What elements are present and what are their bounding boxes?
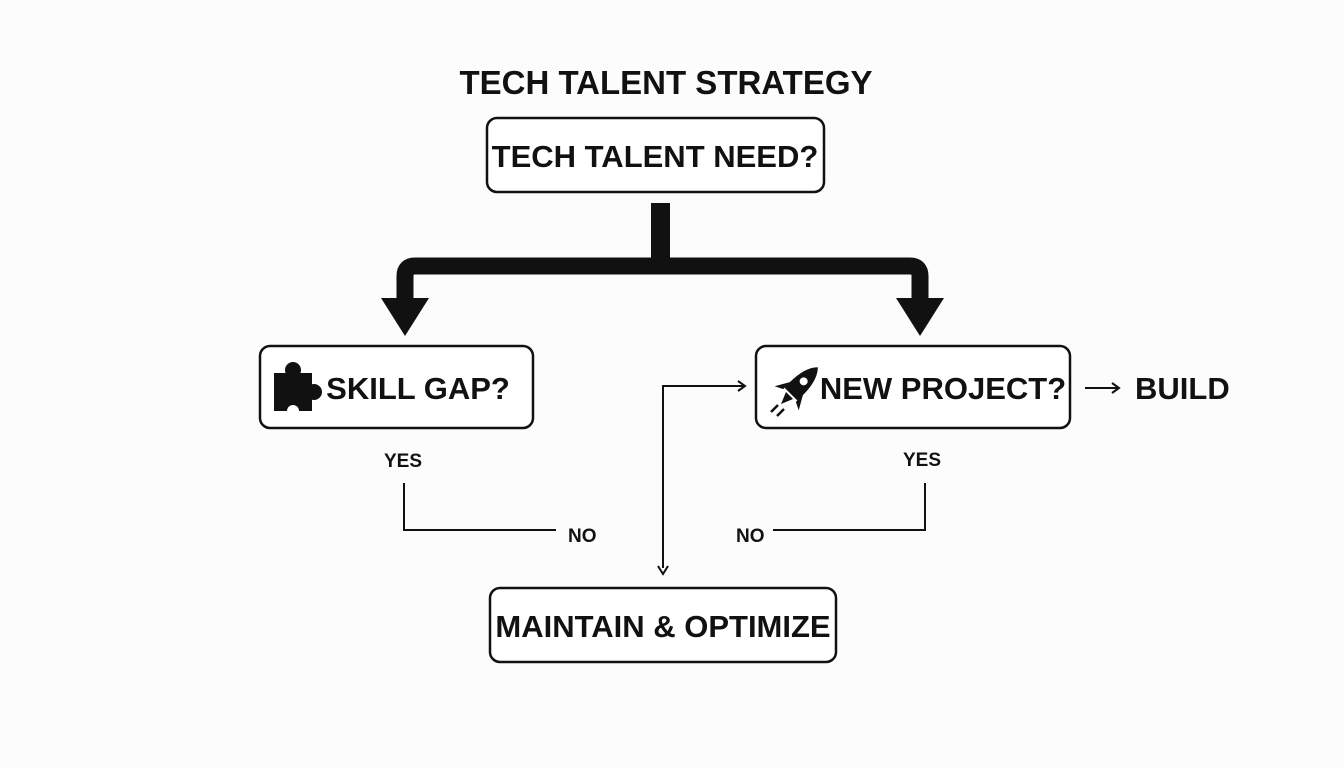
arrow-to-build bbox=[1085, 382, 1121, 394]
node-maintain-optimize-label: MAINTAIN & OPTIMIZE bbox=[495, 609, 830, 644]
node-tech-talent-need-label: TECH TALENT NEED? bbox=[492, 139, 819, 174]
node-build-label: BUILD bbox=[1135, 371, 1230, 406]
branch-arrow-right bbox=[896, 298, 944, 336]
node-tech-talent-need: TECH TALENT NEED? bbox=[485, 116, 826, 194]
node-new-project-box bbox=[754, 344, 1072, 430]
node-skill-gap-box bbox=[258, 344, 535, 430]
node-maintain-optimize-box bbox=[488, 586, 838, 664]
edge-label-new-project-yes: YES bbox=[903, 450, 941, 471]
node-maintain-optimize: MAINTAIN & OPTIMIZE bbox=[488, 586, 838, 664]
edge-label-skill-gap-no: NO bbox=[568, 526, 597, 547]
loop-connector bbox=[657, 380, 747, 576]
branch-bar bbox=[396, 257, 929, 300]
branch-stem bbox=[651, 203, 670, 268]
edge-label-skill-gap-yes: YES bbox=[384, 451, 422, 472]
puzzle-piece-icon bbox=[274, 362, 322, 417]
node-tech-talent-need-box bbox=[485, 116, 826, 194]
node-new-project-label: NEW PROJECT? bbox=[820, 371, 1066, 406]
edge-label-new-project-no: NO bbox=[736, 526, 765, 547]
node-skill-gap-label: SKILL GAP? bbox=[326, 371, 510, 406]
node-skill-gap: SKILL GAP? bbox=[258, 344, 535, 430]
rocket-icon bbox=[770, 367, 818, 417]
branch-connector bbox=[381, 203, 944, 336]
branch-arrow-left bbox=[381, 298, 429, 336]
node-new-project: NEW PROJECT? bbox=[754, 344, 1072, 430]
diagram-title: TECH TALENT STRATEGY bbox=[459, 64, 872, 101]
new-project-no-connector bbox=[773, 483, 926, 531]
skill-gap-no-connector bbox=[403, 483, 556, 531]
